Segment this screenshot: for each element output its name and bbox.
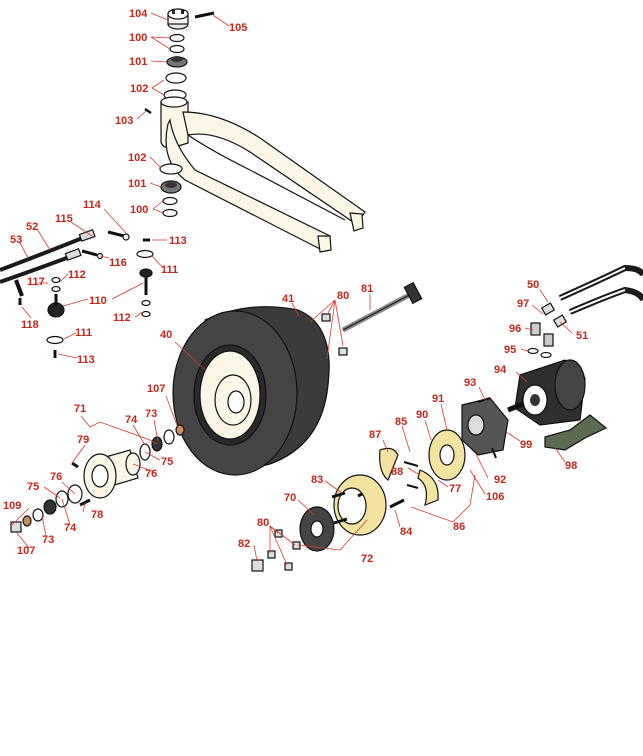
cotter-pin bbox=[194, 11, 215, 19]
callout-106: 106 bbox=[486, 491, 504, 503]
callout-115: 115 bbox=[55, 213, 73, 225]
callout-92: 92 bbox=[494, 474, 506, 486]
callout-97: 97 bbox=[517, 298, 529, 310]
hydraulic-hose-left bbox=[0, 235, 86, 272]
callout-113-lower: 113 bbox=[77, 354, 95, 366]
callout-84: 84 bbox=[400, 526, 413, 538]
callout-71: 71 bbox=[74, 403, 86, 415]
washer-lower bbox=[162, 196, 178, 206]
callout-85: 85 bbox=[395, 416, 407, 428]
washer-upper-2 bbox=[169, 44, 185, 54]
callout-102-lower: 102 bbox=[128, 152, 146, 164]
callout-118: 118 bbox=[21, 319, 39, 331]
washer-upper bbox=[169, 33, 185, 43]
hub-assembly bbox=[10, 424, 185, 533]
callout-94: 94 bbox=[494, 364, 507, 376]
callout-102: 102 bbox=[130, 83, 148, 95]
wheel-flange-assembly bbox=[251, 506, 335, 572]
callout-72: 72 bbox=[361, 553, 373, 565]
callout-111: 111 bbox=[161, 264, 178, 276]
callout-101: 101 bbox=[129, 56, 147, 68]
callout-109: 109 bbox=[3, 500, 21, 512]
callout-88: 88 bbox=[391, 466, 403, 478]
callout-86: 86 bbox=[453, 521, 465, 533]
callout-114: 114 bbox=[83, 199, 102, 211]
callout-95: 95 bbox=[504, 344, 516, 356]
callout-78: 78 bbox=[91, 509, 103, 521]
callout-113: 113 bbox=[169, 235, 187, 247]
wheel-tire bbox=[172, 306, 330, 476]
callout-112-lower: 112 bbox=[113, 312, 131, 324]
callout-112: 112 bbox=[68, 269, 86, 281]
callout-101-lower: 101 bbox=[128, 178, 146, 190]
callout-labels: 104 105 100 101 102 103 102 101 100 114 … bbox=[3, 8, 588, 565]
callout-75: 75 bbox=[161, 456, 173, 468]
callout-53: 53 bbox=[10, 234, 22, 246]
callout-100: 100 bbox=[129, 32, 147, 44]
callout-90: 90 bbox=[416, 409, 428, 421]
callout-41: 41 bbox=[282, 293, 294, 305]
callout-116: 116 bbox=[109, 257, 127, 269]
brake-shoe-right bbox=[417, 469, 439, 506]
callout-77: 77 bbox=[449, 483, 461, 495]
right-hose-assembly bbox=[558, 264, 643, 315]
callout-80-lower: 80 bbox=[257, 517, 269, 529]
brake-arm bbox=[544, 414, 608, 451]
callout-98: 98 bbox=[565, 460, 577, 472]
leader-lines bbox=[11, 12, 573, 566]
callout-52: 52 bbox=[26, 221, 38, 233]
callout-81: 81 bbox=[361, 283, 373, 295]
grease-fitting bbox=[144, 107, 152, 115]
callout-73: 73 bbox=[145, 408, 157, 420]
callout-105: 105 bbox=[229, 22, 247, 34]
castle-nut bbox=[167, 8, 189, 30]
washer-lower-2 bbox=[162, 208, 178, 218]
callout-103: 103 bbox=[115, 115, 133, 127]
seal-lower bbox=[159, 163, 183, 175]
callout-76-left: 76 bbox=[50, 471, 62, 483]
left-hose-assembly bbox=[0, 229, 154, 358]
callout-75-left: 75 bbox=[27, 481, 39, 493]
callout-96: 96 bbox=[509, 323, 521, 335]
bearing-race-upper bbox=[165, 72, 187, 84]
callout-117: 117 bbox=[27, 276, 45, 288]
callout-91: 91 bbox=[432, 393, 444, 405]
fork-stack-assembly bbox=[144, 8, 366, 253]
bearing-upper bbox=[166, 56, 188, 68]
callout-87: 87 bbox=[369, 429, 381, 441]
callout-70: 70 bbox=[284, 492, 296, 504]
callout-111-lower: 111 bbox=[75, 327, 92, 339]
callout-76: 76 bbox=[145, 468, 157, 480]
callout-100-lower: 100 bbox=[130, 204, 148, 216]
motor-assembly bbox=[461, 302, 608, 459]
hydraulic-motor bbox=[507, 359, 586, 426]
callout-40: 40 bbox=[160, 329, 172, 341]
bearing-lower bbox=[160, 180, 182, 194]
callout-82: 82 bbox=[238, 538, 250, 550]
callout-107: 107 bbox=[147, 383, 165, 395]
callout-74-left: 74 bbox=[64, 522, 77, 534]
callout-107-left: 107 bbox=[17, 545, 35, 557]
callout-110: 110 bbox=[89, 295, 107, 307]
callout-93: 93 bbox=[464, 377, 476, 389]
callout-51: 51 bbox=[576, 330, 588, 342]
callout-99: 99 bbox=[520, 439, 532, 451]
brake-shoe-left bbox=[379, 447, 399, 481]
callout-80: 80 bbox=[337, 290, 349, 302]
callout-50: 50 bbox=[527, 279, 539, 291]
fork-body bbox=[160, 96, 366, 253]
callout-79: 79 bbox=[77, 434, 89, 446]
callout-73-left: 73 bbox=[42, 534, 54, 546]
callout-74: 74 bbox=[125, 414, 138, 426]
callout-104: 104 bbox=[129, 8, 148, 20]
callout-83: 83 bbox=[311, 474, 323, 486]
